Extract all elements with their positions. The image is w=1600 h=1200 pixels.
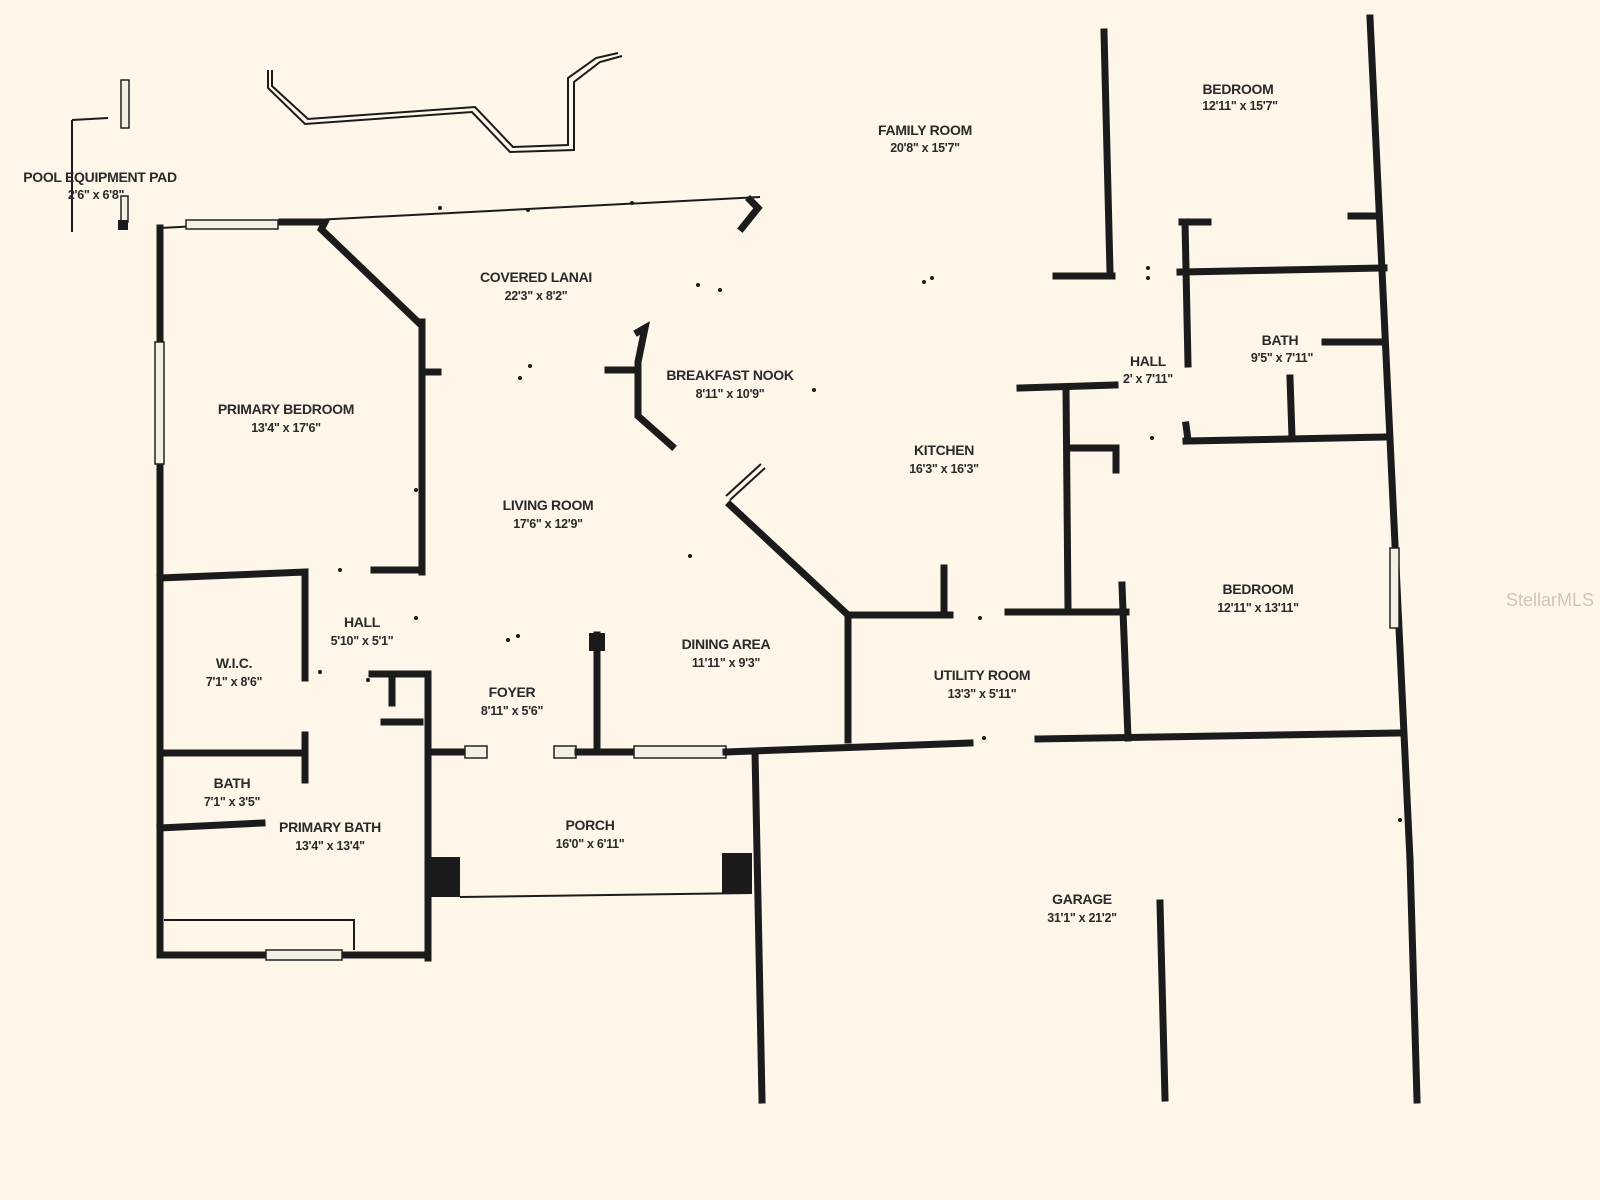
- svg-text:7'1" x 8'6": 7'1" x 8'6": [206, 675, 263, 689]
- svg-text:FAMILY ROOM: FAMILY ROOM: [878, 122, 972, 138]
- room-hall-right: HALL 2' x 7'11": [1123, 353, 1174, 386]
- svg-text:16'3" x 16'3": 16'3" x 16'3": [909, 462, 979, 476]
- room-breakfast-nook: BREAKFAST NOOK 8'11" x 10'9": [666, 367, 794, 401]
- window-primary-bath: [265, 949, 343, 961]
- svg-text:12'11" x 13'11": 12'11" x 13'11": [1217, 601, 1299, 615]
- svg-text:16'0" x 6'11": 16'0" x 6'11": [556, 837, 625, 851]
- svg-text:5'10" x 5'1": 5'10" x 5'1": [331, 634, 394, 648]
- room-pool-equipment-pad: POOL EQUIPMENT PAD 2'6" x 6'8": [23, 169, 177, 202]
- svg-text:HALL: HALL: [344, 614, 381, 630]
- room-bedroom-right: BEDROOM 12'11" x 13'11": [1217, 581, 1299, 615]
- svg-text:17'6" x 12'9": 17'6" x 12'9": [513, 517, 583, 531]
- svg-text:UTILITY ROOM: UTILITY ROOM: [934, 667, 1030, 683]
- svg-text:PORCH: PORCH: [565, 817, 614, 833]
- entry-door-left: [464, 745, 488, 759]
- room-dining-area: DINING AREA 11'11" x 9'3": [682, 636, 771, 670]
- plan-markers: [318, 201, 1402, 822]
- wall-utility-south: [1034, 729, 1402, 743]
- wall-garage-east: [1406, 856, 1421, 1104]
- room-porch: PORCH 16'0" x 6'11": [556, 817, 625, 851]
- window-primary-bedroom-top: [185, 219, 279, 230]
- wall-garage-west: [751, 748, 766, 1104]
- svg-text:13'4" x 13'4": 13'4" x 13'4": [295, 839, 365, 853]
- svg-text:COVERED LANAI: COVERED LANAI: [480, 269, 592, 285]
- svg-text:BATH: BATH: [1262, 332, 1299, 348]
- wall-breakfast-nook: [633, 321, 677, 451]
- svg-text:FOYER: FOYER: [489, 684, 536, 700]
- pool-equipment-door: [120, 79, 130, 129]
- svg-text:12'11" x 15'7": 12'11" x 15'7": [1202, 99, 1278, 113]
- room-bath-left: BATH 7'1" x 3'5": [204, 775, 261, 809]
- room-primary-bath: PRIMARY BATH 13'4" x 13'4": [279, 819, 381, 853]
- svg-text:BREAKFAST NOOK: BREAKFAST NOOK: [666, 367, 793, 383]
- room-hall-left: HALL 5'10" x 5'1": [331, 614, 395, 648]
- garage-divider: [1156, 899, 1169, 1102]
- svg-text:31'1" x 21'2": 31'1" x 21'2": [1047, 911, 1117, 925]
- svg-text:HALL: HALL: [1130, 353, 1167, 369]
- svg-text:W.I.C.: W.I.C.: [216, 655, 252, 671]
- svg-text:BEDROOM: BEDROOM: [1222, 581, 1293, 597]
- room-bedroom-top: BEDROOM 12'11" x 15'7": [1202, 81, 1278, 113]
- svg-text:9'5" x 7'11": 9'5" x 7'11": [1251, 351, 1314, 365]
- svg-text:KITCHEN: KITCHEN: [914, 442, 974, 458]
- svg-text:7'1" x 3'5": 7'1" x 3'5": [204, 795, 261, 809]
- room-living-room: LIVING ROOM 17'6" x 12'9": [503, 497, 594, 531]
- room-foyer: FOYER 8'11" x 5'6": [481, 684, 544, 718]
- wall-bedroom-top-west: [1100, 28, 1114, 276]
- room-utility-room: UTILITY ROOM 13'3" x 5'11": [934, 667, 1031, 701]
- room-covered-lanai: COVERED LANAI 22'3" x 8'2": [480, 269, 592, 303]
- window-bedroom-east: [1389, 547, 1400, 629]
- svg-text:PRIMARY BATH: PRIMARY BATH: [279, 819, 381, 835]
- svg-text:PRIMARY BEDROOM: PRIMARY BEDROOM: [218, 401, 354, 417]
- wall-kitchen-angle: [725, 500, 853, 620]
- svg-text:BEDROOM: BEDROOM: [1202, 81, 1273, 97]
- svg-text:8'11" x 10'9": 8'11" x 10'9": [696, 387, 765, 401]
- entry-door-right: [553, 745, 577, 759]
- svg-text:13'4" x 17'6": 13'4" x 17'6": [251, 421, 321, 435]
- room-garage: GARAGE 31'1" x 21'2": [1047, 891, 1117, 925]
- porch-edge: [459, 892, 753, 898]
- wall-primary-bedroom-angle: [317, 225, 423, 327]
- svg-text:11'11" x 9'3": 11'11" x 9'3": [692, 656, 761, 670]
- svg-text:20'8" x 15'7": 20'8" x 15'7": [890, 141, 960, 155]
- svg-text:BATH: BATH: [214, 775, 251, 791]
- pool-outline: [267, 55, 623, 154]
- window-primary-bedroom-west: [154, 341, 165, 465]
- porch-column-right: [722, 853, 752, 893]
- room-family-room: FAMILY ROOM 20'8" x 15'7": [878, 122, 972, 155]
- room-wic: W.I.C. 7'1" x 8'6": [206, 655, 263, 689]
- svg-text:13'3" x 5'11": 13'3" x 5'11": [948, 687, 1017, 701]
- watermark: StellarMLS: [1506, 590, 1594, 610]
- room-kitchen: KITCHEN 16'3" x 16'3": [909, 442, 979, 476]
- svg-text:GARAGE: GARAGE: [1052, 891, 1112, 907]
- room-bath-right: BATH 9'5" x 7'11": [1251, 332, 1314, 365]
- svg-text:2' x 7'11": 2' x 7'11": [1123, 372, 1173, 386]
- svg-text:POOL EQUIPMENT PAD: POOL EQUIPMENT PAD: [23, 169, 177, 185]
- porch-column-left: [430, 857, 460, 897]
- svg-text:8'11" x 5'6": 8'11" x 5'6": [481, 704, 544, 718]
- svg-text:DINING AREA: DINING AREA: [682, 636, 771, 652]
- svg-text:22'3" x 8'2": 22'3" x 8'2": [505, 289, 568, 303]
- room-primary-bedroom: PRIMARY BEDROOM 13'4" x 17'6": [218, 401, 355, 435]
- svg-text:2'6" x 6'8": 2'6" x 6'8": [68, 188, 125, 202]
- tub-outline: [164, 919, 355, 950]
- svg-text:LIVING ROOM: LIVING ROOM: [503, 497, 594, 513]
- window-foyer: [633, 745, 727, 759]
